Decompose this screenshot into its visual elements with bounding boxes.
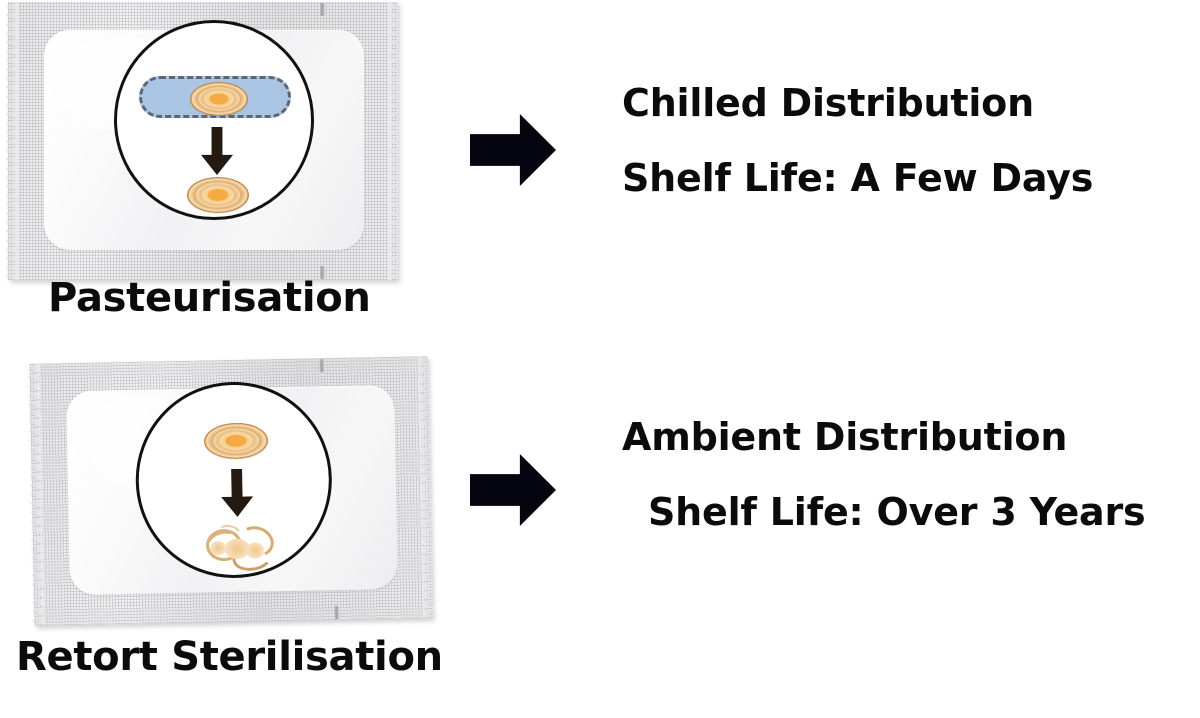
result-line-distribution: Chilled Distribution xyxy=(622,81,1034,125)
spore-inside-bacterium-icon xyxy=(190,82,248,116)
process-label-pasteurisation: Pasteurisation xyxy=(48,275,371,321)
row-pasteurisation: Pasteurisation Chilled Distribution Shel… xyxy=(0,0,1200,330)
result-line-shelf-life: Shelf Life: A Few Days xyxy=(622,156,1094,200)
result-text-ambient: Ambient Distribution Shelf Life: Over 3 … xyxy=(622,415,1146,534)
vegetative-bacterium-icon xyxy=(139,76,291,118)
arrow-right-icon xyxy=(470,454,556,526)
down-arrow-icon xyxy=(221,469,254,518)
row-retort-sterilisation: Retort Sterilisation Ambient Distributio… xyxy=(0,348,1200,718)
pouch-retort-sterilisation xyxy=(30,356,433,626)
pouch-serrated-edge-right xyxy=(388,2,400,280)
result-line-distribution: Ambient Distribution xyxy=(622,415,1068,459)
tear-notch-top xyxy=(320,3,325,16)
result-text-chilled: Chilled Distribution Shelf Life: A Few D… xyxy=(622,84,1093,197)
process-label-retort-sterilisation: Retort Sterilisation xyxy=(16,634,443,680)
arrow-right-icon xyxy=(470,114,556,186)
result-line-shelf-life: Shelf Life: Over 3 Years xyxy=(648,490,1146,534)
surviving-spore-icon xyxy=(187,177,249,213)
intact-spore-icon xyxy=(203,422,269,460)
tear-notch-top xyxy=(319,359,325,373)
tear-notch-bottom xyxy=(320,266,325,279)
tear-notch-bottom xyxy=(334,605,340,620)
destroyed-spore-icon xyxy=(199,521,278,574)
down-arrow-icon xyxy=(201,127,233,175)
micro-organism-circle xyxy=(114,20,314,220)
pouch-serrated-edge-left xyxy=(6,2,18,280)
pouch-pasteurisation xyxy=(6,2,400,280)
